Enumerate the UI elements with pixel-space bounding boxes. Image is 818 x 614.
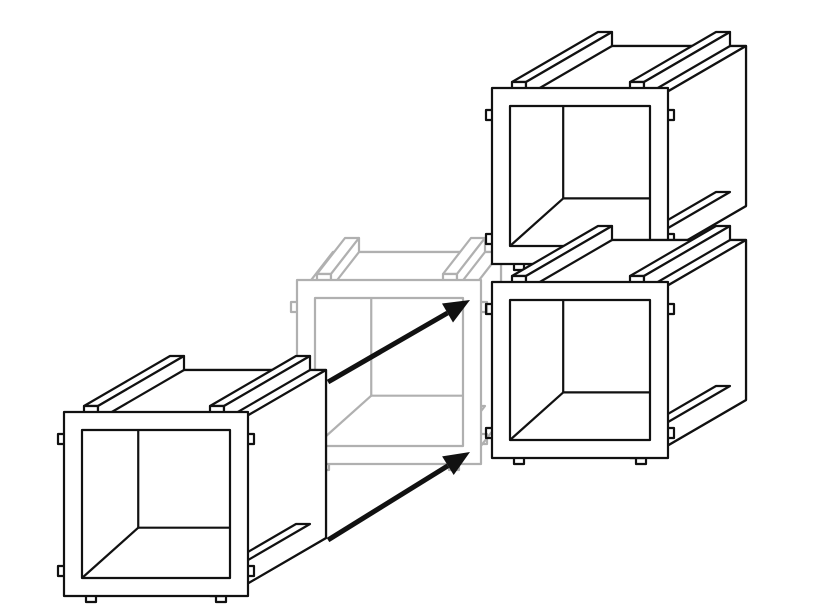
cube-front-opening [80,428,232,580]
cube-inner-diagonal-edge [509,197,564,247]
profile-slot [56,564,64,578]
profile-slot [484,302,492,316]
cube-front-opening [508,298,652,442]
profile-slot [484,426,492,440]
arrow-head [441,300,470,323]
arrow-upper [326,300,470,385]
arrow-lower [326,452,470,543]
profile-slot [668,108,676,122]
cube-front-opening [313,296,465,448]
cube-bottom [484,224,748,466]
arrow-shaft [326,310,449,385]
cube-inner-diagonal-edge [81,526,139,579]
profile-slot [512,264,526,272]
cube-ghost [289,236,503,472]
cube-front-opening [508,104,652,248]
profile-slot [248,432,256,446]
profile-slot [84,596,98,604]
profile-slot [668,302,676,316]
profile-slot [668,426,676,440]
cube-top [484,30,748,272]
profile-slot [214,596,228,604]
profile-slot [56,432,64,446]
profile-slot [248,564,256,578]
arrow-head [442,452,470,476]
profile-slot [484,232,492,246]
profile-slot [289,300,297,314]
cube-inner-diagonal-edge [509,391,564,441]
profile-slot [634,458,648,466]
cube-front [56,354,328,604]
arrow-shaft [326,463,450,543]
profile-slot [512,458,526,466]
profile-slot [484,108,492,122]
